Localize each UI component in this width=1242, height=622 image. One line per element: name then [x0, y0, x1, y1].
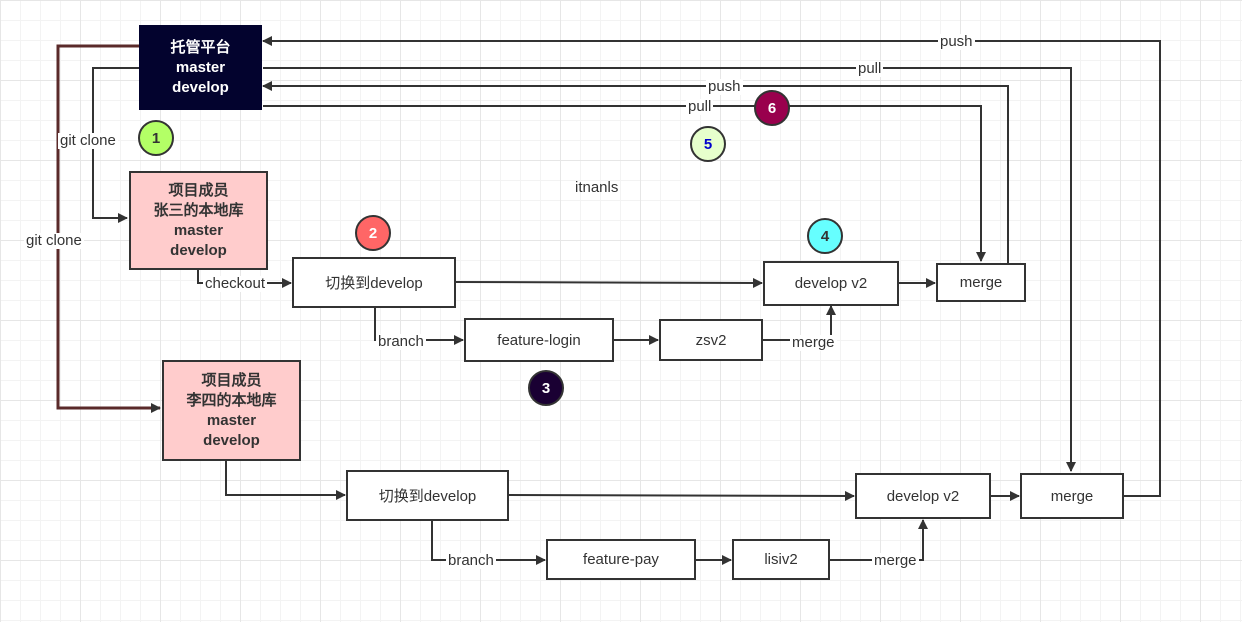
zhangsan-line2: 张三的本地库: [153, 201, 244, 219]
step-badge-1: 1: [138, 120, 174, 156]
branch-label-top: branch: [376, 333, 426, 350]
platform-node: 托管平台 master develop: [139, 25, 262, 110]
step-badge-6: 6: [754, 90, 790, 126]
edge-switch-developv2-bottom: [507, 490, 855, 501]
push-inner-label: push: [706, 78, 743, 95]
step-badge-4: 4: [807, 218, 843, 254]
merge-label-bottom: merge: [872, 552, 919, 569]
edge-switch-developv2-top: [454, 277, 763, 288]
edge-branch-top: [374, 308, 464, 345]
lisi-line3: master: [206, 411, 257, 429]
checkout-label: checkout: [203, 275, 268, 292]
platform-branch-master: master: [175, 58, 226, 76]
edge-push-inner: [262, 81, 1009, 263]
step-badge-3: 3: [528, 370, 564, 406]
zhangsan-merge-node: merge: [936, 263, 1026, 302]
edge-clone-lisi: [56, 44, 161, 413]
feature-pay-node: feature-pay: [546, 539, 696, 580]
platform-title: 托管平台: [170, 38, 231, 56]
zsv2-node: zsv2: [659, 319, 763, 361]
zhangsan-switch-develop-node: 切换到develop: [292, 257, 456, 308]
git-clone-label-1: git clone: [58, 132, 118, 149]
pull-outer-label: pull: [856, 60, 884, 77]
lisi-merge-node: merge: [1020, 473, 1124, 519]
zhangsan-line1: 项目成员: [168, 181, 229, 199]
edge-pull-outer: [263, 67, 1076, 472]
feature-login-node: feature-login: [464, 318, 614, 362]
platform-branch-develop: develop: [172, 78, 229, 96]
zhangsan-develop-v2-node: develop v2: [763, 261, 899, 306]
lisi-switch-develop-node: 切换到develop: [346, 470, 509, 521]
lisi-line4: develop: [203, 431, 260, 449]
edge-push-outer: [262, 36, 1161, 497]
branch-label-bottom: branch: [446, 552, 496, 569]
free-text-label: itnanls: [575, 179, 619, 196]
push-outer-label: push: [938, 33, 975, 50]
merge-label-top: merge: [790, 334, 837, 351]
lisi-develop-v2-node: develop v2: [855, 473, 991, 519]
zhangsan-local-repo-node: 项目成员 张三的本地库 master develop: [129, 171, 268, 270]
pull-inner-label: pull: [686, 98, 714, 115]
lisi-line2: 李四的本地库: [186, 391, 277, 409]
edge-pull-inner: [263, 105, 986, 262]
lisi-local-repo-node: 项目成员 李四的本地库 master develop: [162, 360, 301, 461]
edge-branch-bottom: [431, 521, 546, 565]
lisi-line1: 项目成员: [201, 371, 262, 389]
git-clone-label-2: git clone: [24, 232, 84, 249]
step-badge-5: 5: [690, 126, 726, 162]
lisiv2-node: lisiv2: [732, 539, 830, 580]
zhangsan-line4: develop: [170, 241, 227, 259]
step-badge-2: 2: [355, 215, 391, 251]
edge-merge-bottom: [829, 519, 928, 561]
zhangsan-line3: master: [173, 221, 224, 239]
edge-lisi-switch: [225, 460, 346, 500]
